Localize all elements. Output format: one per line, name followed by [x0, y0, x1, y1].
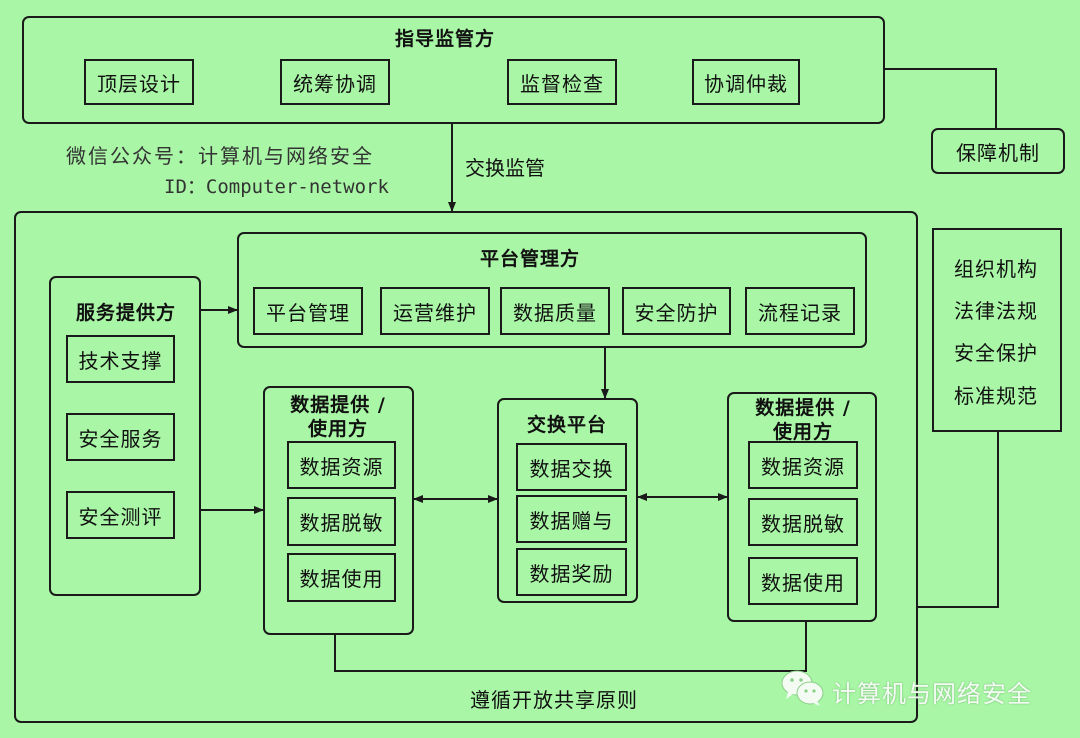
- data-party-left-item: 数据使用: [287, 553, 396, 602]
- guarantee-list-box: [932, 228, 1062, 432]
- guarantee-item: 法律法规: [954, 299, 1038, 323]
- supervisor-box: [22, 16, 885, 124]
- exchange-platform-item: 数据赠与: [516, 495, 627, 543]
- data-party-left-item: 数据资源: [287, 441, 396, 489]
- platform-manager-item: 运营维护: [380, 287, 490, 335]
- data-party-right-item: 数据资源: [748, 441, 858, 489]
- service-provider-box: [49, 276, 201, 596]
- credit-line-2: ID：Computer-network: [164, 176, 389, 198]
- service-provider-item: 技术支撑: [66, 335, 175, 383]
- ecosystem-frame: [14, 211, 918, 723]
- data-party-left-box: [263, 386, 414, 635]
- data-party-left-title-1: 数据提供 /: [290, 394, 386, 416]
- exchange-platform-item: 数据奖励: [516, 548, 627, 596]
- exchange-platform-item: 数据交换: [516, 443, 627, 491]
- supervisor-item: 监督检查: [507, 59, 617, 105]
- service-provider-title: 服务提供方: [75, 302, 176, 324]
- platform-manager-item: 数据质量: [500, 287, 610, 335]
- watermark-text: 计算机与网络安全: [832, 680, 1032, 708]
- platform-manager-item: 安全防护: [622, 287, 731, 335]
- supervisor-item: 协调仲裁: [692, 59, 800, 105]
- supervisor-title: 指导监管方: [394, 28, 495, 50]
- data-party-right-item: 数据脱敏: [748, 498, 858, 546]
- platform-manager-title: 平台管理方: [479, 248, 580, 270]
- supervisor-item: 统筹协调: [280, 59, 390, 105]
- guarantee-item: 标准规范: [954, 384, 1038, 408]
- platform-manager-item: 流程记录: [745, 287, 855, 335]
- principle-label: 遵循开放共享原则: [470, 688, 638, 712]
- credit-line-1: 微信公众号：计算机与网络安全: [66, 144, 374, 168]
- line-supervisor-to-guarantee: [884, 68, 997, 128]
- exchange-platform-title: 交换平台: [526, 414, 607, 436]
- exchange-platform-box: [497, 398, 638, 603]
- data-party-right-item: 数据使用: [748, 557, 858, 605]
- supervisor-item: 顶层设计: [84, 59, 194, 105]
- platform-manager-item: 平台管理: [253, 287, 363, 335]
- guarantee-item: 安全保护: [954, 341, 1038, 365]
- service-provider-item: 安全服务: [66, 413, 175, 461]
- guarantee-title-box: 保障机制: [931, 128, 1065, 174]
- wechat-icon: [780, 668, 826, 708]
- data-party-right-box: [727, 392, 877, 622]
- line-guarantee-to-frame: [917, 431, 999, 608]
- data-party-right-title-1: 数据提供 /: [755, 397, 851, 419]
- data-party-left-title-2: 使用方: [307, 418, 368, 440]
- guarantee-item: 组织机构: [954, 257, 1038, 281]
- service-provider-item: 安全测评: [66, 491, 175, 539]
- data-party-left-item: 数据脱敏: [287, 497, 396, 546]
- platform-manager-box: [237, 232, 867, 348]
- data-party-right-title-2: 使用方: [772, 421, 833, 443]
- exchange-supervision-label: 交换监管: [465, 156, 545, 180]
